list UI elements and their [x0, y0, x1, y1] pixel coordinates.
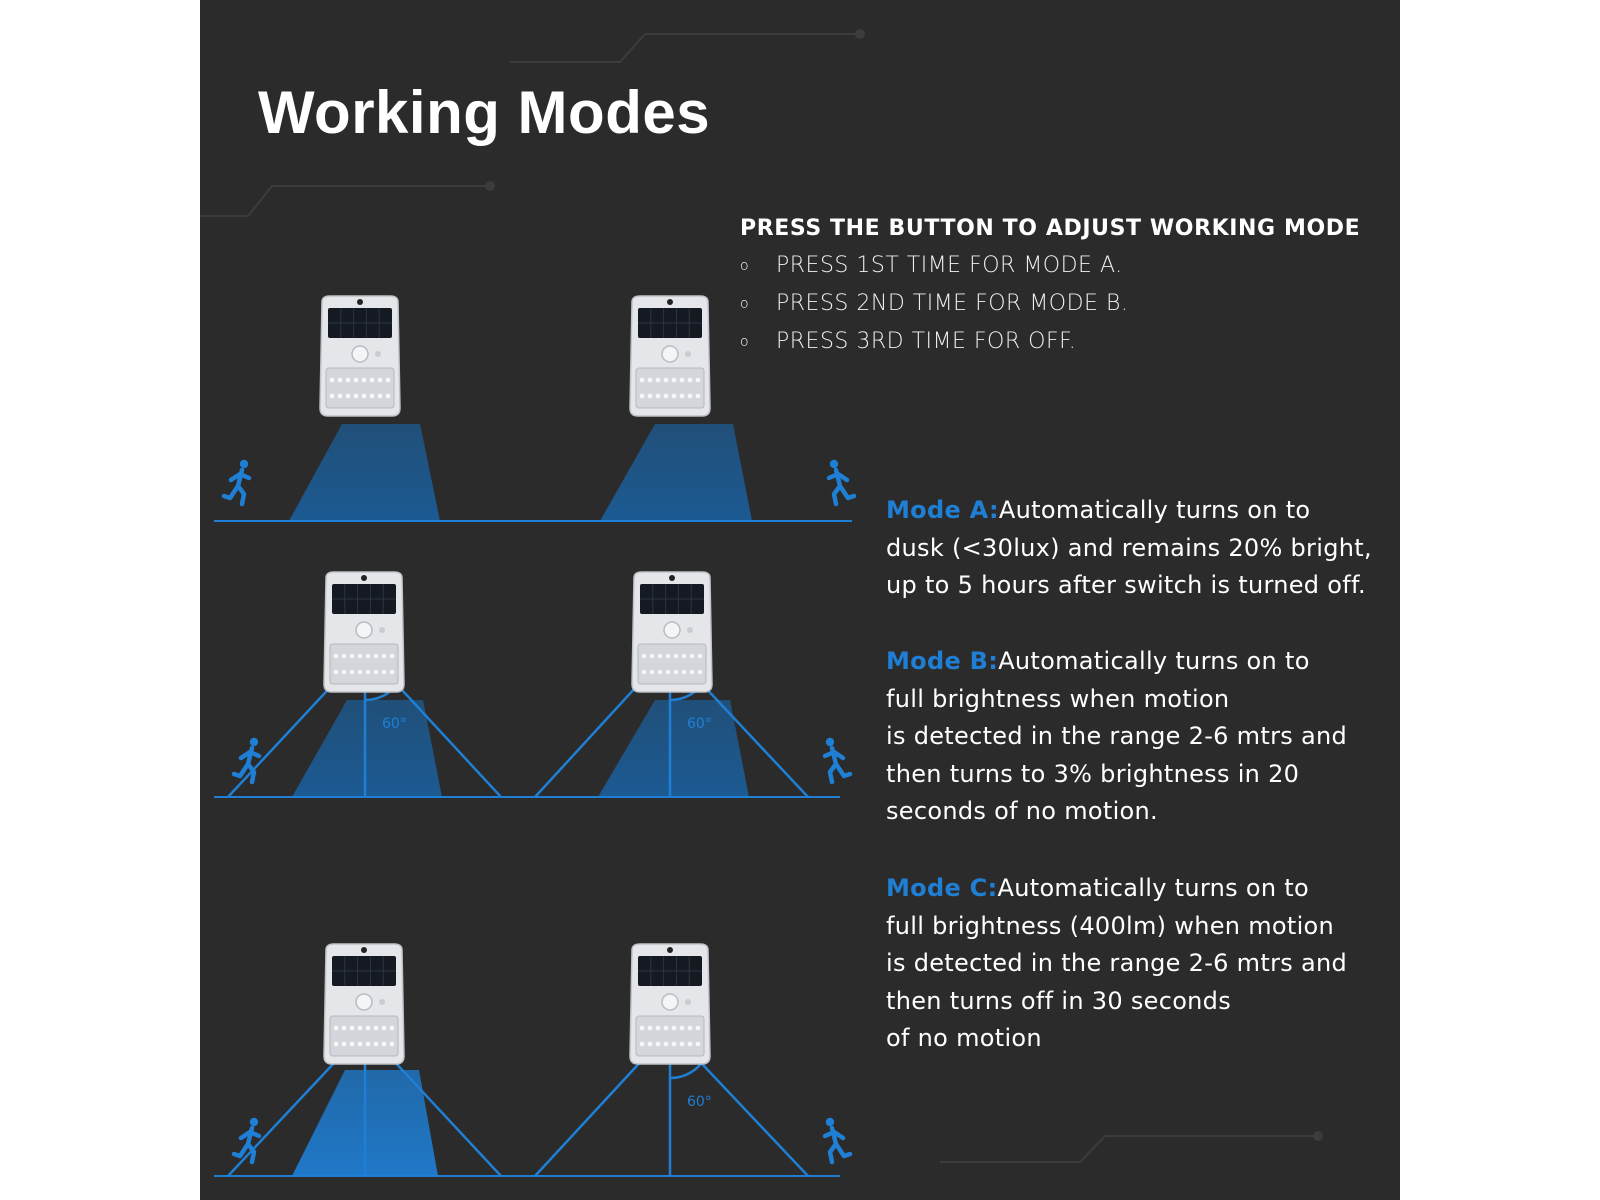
mode-c-illustration — [214, 1028, 840, 1177]
solar-lamp-icon — [629, 943, 711, 1065]
decor-circuit-lines — [200, 29, 1323, 1163]
runner-icon — [826, 459, 857, 507]
mode-a-illustration — [214, 424, 852, 522]
solar-lamp-icon — [629, 295, 711, 417]
mode-b-description: Mode B:Automatically turns on to full br… — [886, 647, 1348, 825]
solar-lamp-icon — [323, 943, 405, 1065]
solar-lamp-icon — [323, 571, 405, 693]
mode-a-label: Mode A: — [886, 496, 999, 524]
runner-icon — [822, 1117, 853, 1165]
mode-a-description: Mode A:Automatically turns on to dusk (<… — [886, 496, 1372, 599]
bullet-icon: o — [740, 258, 750, 274]
angle-label: 60° — [687, 716, 712, 732]
angle-label: 60° — [382, 716, 407, 732]
illustrations: 60° 60° 60° — [200, 29, 1323, 1177]
light-beam — [600, 424, 752, 521]
runner-icon — [231, 737, 262, 785]
solar-lamp-icon — [319, 295, 401, 417]
mode-b-illustration — [214, 648, 840, 798]
runner-icon — [231, 1117, 262, 1165]
page-title: Working Modes — [258, 79, 711, 146]
angle-label: 60° — [687, 1094, 712, 1110]
light-beam — [598, 700, 749, 797]
bullet-icon: o — [740, 334, 750, 350]
light-beam — [292, 700, 442, 797]
solar-lamp-icon — [631, 571, 713, 693]
mode-c-label: Mode C: — [886, 874, 998, 902]
runner-icon — [221, 459, 252, 507]
instructions-heading: PRESS THE BUTTON TO ADJUST WORKING MODE — [740, 216, 1361, 241]
working-modes-panel: 60° 60° 60° Working Modes PRESS THE BUTT… — [200, 0, 1400, 1200]
mode-b-label: Mode B: — [886, 647, 999, 675]
instructions-block: PRESS THE BUTTON TO ADJUST WORKING MODE … — [740, 216, 1380, 361]
mode-c-description: Mode C:Automatically turns on to full br… — [886, 874, 1348, 1052]
light-beam — [289, 424, 440, 521]
bullet-icon: o — [740, 296, 750, 312]
runner-icon — [822, 737, 853, 785]
